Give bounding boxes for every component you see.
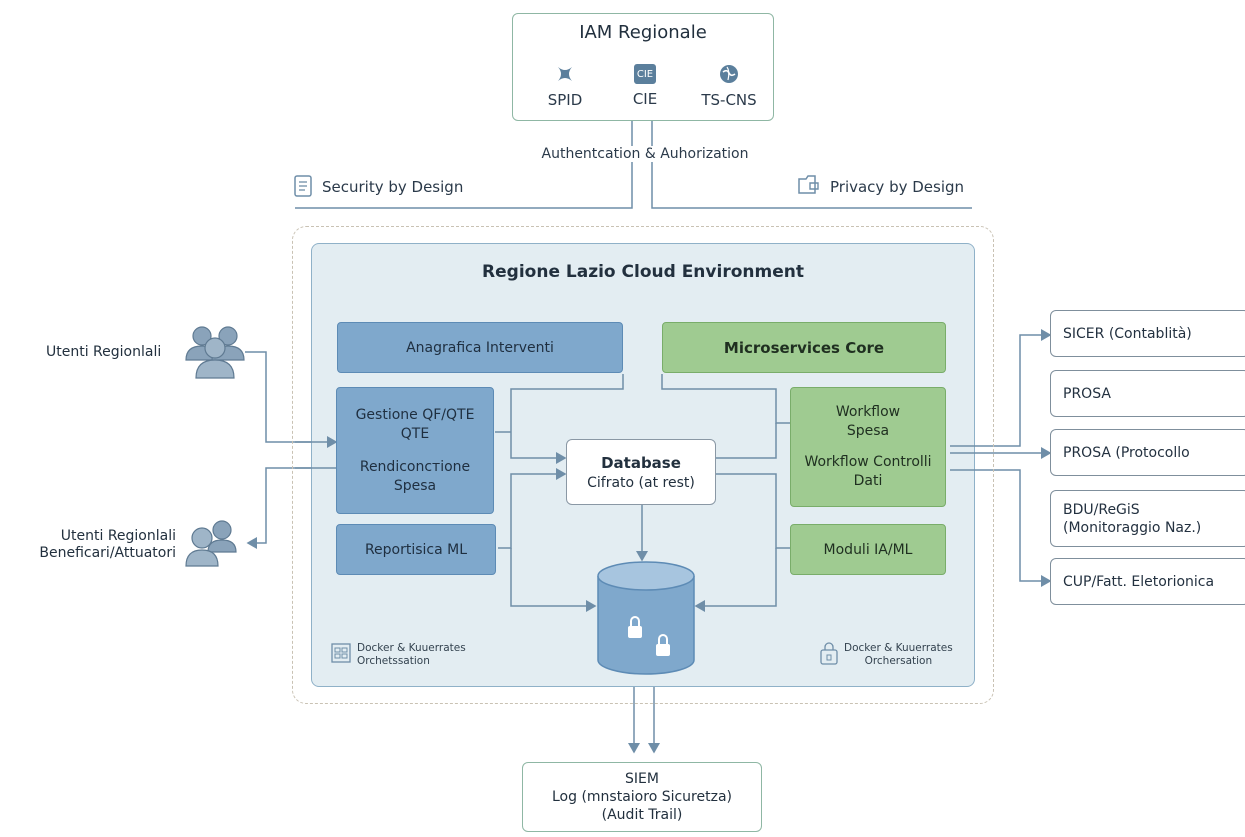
docker-right-label: Docker & Kuuerrates Orchersation — [844, 642, 953, 668]
workflow-box[interactable]: Workflow Spesa Workflow Controlli Dati — [790, 387, 946, 507]
docker-right-line2: Orchersation — [864, 655, 933, 667]
users-pair-icon[interactable] — [184, 518, 240, 568]
siem-title: SIEM — [625, 771, 659, 787]
workflow-controlli-line2: Dati — [853, 473, 883, 489]
cie-label: CIE — [632, 90, 658, 108]
siem-log: Log (mnstaioro Sicuretza) — [552, 789, 732, 805]
siem-audit: (Audit Trail) — [601, 807, 683, 823]
cloud-outer-dashed — [292, 226, 994, 704]
lock-icon-2 — [656, 634, 670, 656]
prosa-protocollo-box[interactable]: PROSA (Protocollo — [1050, 429, 1245, 476]
workflow-controlli-line1: Workflow Controlli — [804, 454, 932, 470]
ts-cns-icon — [720, 65, 738, 83]
reportistica-label: Reportisica ML — [364, 541, 468, 558]
docker-left-line1: Docker & Kuuerrates — [357, 642, 466, 654]
users-group-icon[interactable] — [184, 322, 246, 380]
docker-left-label: Docker & Kuuerrates Orchetssation — [357, 642, 466, 668]
prosa-label: PROSA — [1063, 385, 1111, 402]
cie-method[interactable]: CIE CIE — [613, 56, 677, 116]
gestione-line1: Gestione QF/QTE — [355, 406, 475, 423]
privacy-folder-icon — [798, 175, 819, 194]
utenti-esterni-line1: Utenti Regionlali — [60, 528, 176, 544]
database-box[interactable]: Database Cifrato (at rest) — [566, 439, 716, 505]
microservices-label: Microservices Core — [723, 338, 885, 357]
utenti-esterni-label: Utenti Regionlali Beneficari/Attuatori — [0, 528, 176, 562]
gestione-line2: QTE — [400, 425, 430, 442]
anagrafica-label: Anagrafica Interventi — [406, 339, 554, 356]
siem-box[interactable]: SIEM Log (mnstaioro Sicuretza) (Audit Tr… — [522, 762, 762, 832]
moduli-ia-ml-box[interactable]: Moduli IA/ML — [790, 524, 946, 575]
cie-badge: CIE — [636, 68, 654, 80]
spid-icon — [558, 67, 572, 81]
spid-label: SPID — [547, 91, 583, 109]
rendicontazione-line1: Rendiconстione — [359, 458, 471, 475]
docker-grid-icon — [331, 643, 351, 663]
privacy-by-design-label: Privacy by Design — [830, 178, 965, 196]
workflow-line1: Workflow — [835, 404, 901, 420]
docker-lock-icon — [820, 642, 838, 665]
cup-fatt-box[interactable]: CUP/Fatt. Eletorionica — [1050, 558, 1245, 605]
gestione-rendicontazione-box[interactable]: Gestione QF/QTE QTE Rendiconстione Spesa — [336, 387, 494, 514]
docker-left-line2: Orchetssation — [357, 655, 430, 667]
reportistica-ml-box[interactable]: Reportisica ML — [336, 524, 496, 575]
sicer-label: SICER (Contablità) — [1063, 325, 1192, 342]
anagrafica-interventi-box[interactable]: Anagrafica Interventi — [337, 322, 623, 373]
ts-cns-method[interactable]: TS-CNS — [693, 56, 765, 116]
rendicontazione-line2: Spesa — [393, 477, 437, 494]
moduli-label: Moduli IA/ML — [823, 541, 913, 558]
database-title: Database — [601, 453, 681, 472]
docker-right-line1: Docker & Kuuerrates — [844, 642, 953, 654]
cup-link — [941, 464, 1052, 587]
bdu-regis-line1: BDU/ReGiS — [1063, 501, 1140, 518]
prosa-box[interactable]: PROSA — [1050, 370, 1245, 417]
cup-fatt-label: CUP/Fatt. Eletorionica — [1063, 573, 1215, 590]
microservices-core-box[interactable]: Microservices Core — [662, 322, 946, 373]
iam-regionale-box: IAM Regionale SPID CIE CIE TS-CNS — [512, 13, 774, 121]
spid-method[interactable]: SPID — [533, 56, 597, 116]
bdu-regis-box[interactable]: BDU/ReGiS (Monitoraggio Naz.) — [1050, 490, 1245, 547]
utenti-regionali-label: Utenti Regionlali — [46, 344, 162, 360]
lock-icon-1 — [628, 616, 642, 638]
security-document-icon — [294, 175, 312, 197]
encrypted-storage-icon — [597, 561, 695, 675]
utenti-esterni-line2: Beneficari/Attuatori — [39, 545, 176, 561]
sicer-link — [941, 329, 1052, 452]
cloud-title: Regione Lazio Cloud Environment — [482, 262, 804, 282]
sicer-box[interactable]: SICER (Contablità) — [1050, 310, 1245, 357]
iam-title: IAM Regionale — [579, 22, 707, 43]
auth-label: Authentcation & Auhorization — [520, 146, 770, 162]
database-subtitle: Cifrato (at rest) — [587, 474, 695, 491]
prosa-protocollo-label: PROSA (Protocollo — [1063, 444, 1190, 461]
ts-cns-label: TS-CNS — [701, 91, 757, 109]
bdu-regis-line2: (Monitoraggio Naz.) — [1063, 519, 1202, 536]
security-by-design-label: Security by Design — [322, 178, 464, 196]
cie-icon: CIE — [634, 64, 656, 84]
workflow-line2: Spesa — [846, 423, 890, 439]
